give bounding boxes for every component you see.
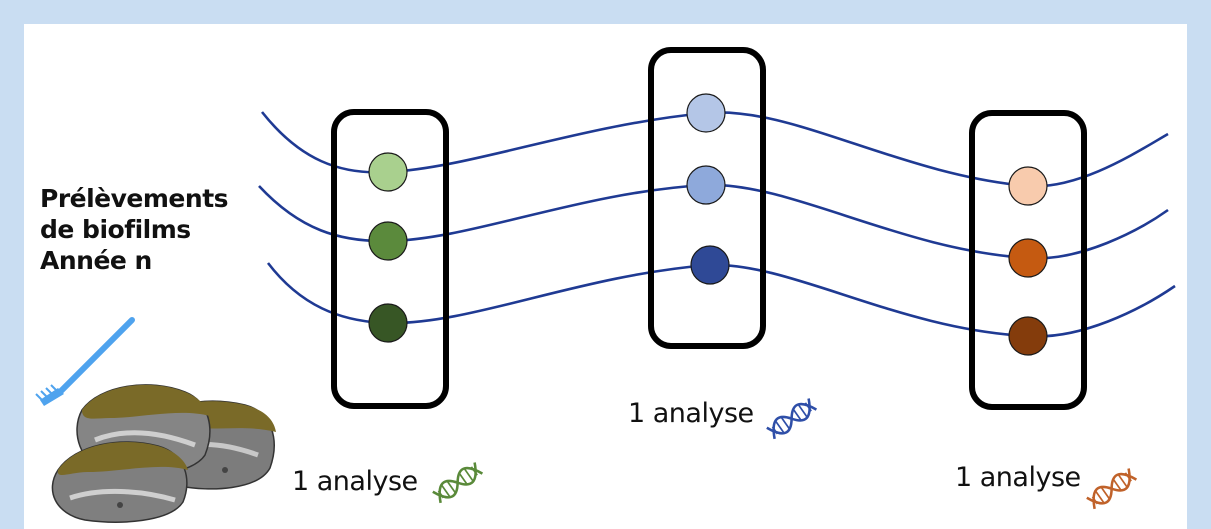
sample-box-1 (331, 109, 449, 409)
title-line-1: Prélèvements (40, 184, 229, 213)
sample-circle (686, 165, 726, 205)
dna-icon (430, 459, 485, 506)
sample-circle (368, 303, 408, 343)
sample-circle (1008, 316, 1048, 356)
sample-circle (368, 152, 408, 192)
sample-circle (368, 221, 408, 261)
dna-icon (764, 395, 819, 442)
title-line-3: Année n (40, 246, 152, 275)
sample-boxes (331, 47, 1087, 410)
sample-circle (690, 245, 730, 285)
analysis-label-1: 1 analyse (292, 466, 418, 497)
dna-icon (1084, 465, 1139, 512)
biofilm-stones-icon (51, 384, 276, 523)
sample-circle (1008, 238, 1048, 278)
sample-circles (368, 93, 1048, 356)
sample-circle (686, 93, 726, 133)
sample-box-2 (648, 47, 766, 349)
title-line-2: de biofilms (40, 215, 191, 244)
toothbrush-icon (35, 317, 135, 406)
analysis-label-3: 1 analyse (955, 462, 1081, 493)
sampling-title: Prélèvements de biofilms Année n (40, 183, 229, 276)
analysis-label-2: 1 analyse (628, 398, 754, 429)
sample-box-3 (969, 110, 1087, 410)
sample-circle (1008, 166, 1048, 206)
